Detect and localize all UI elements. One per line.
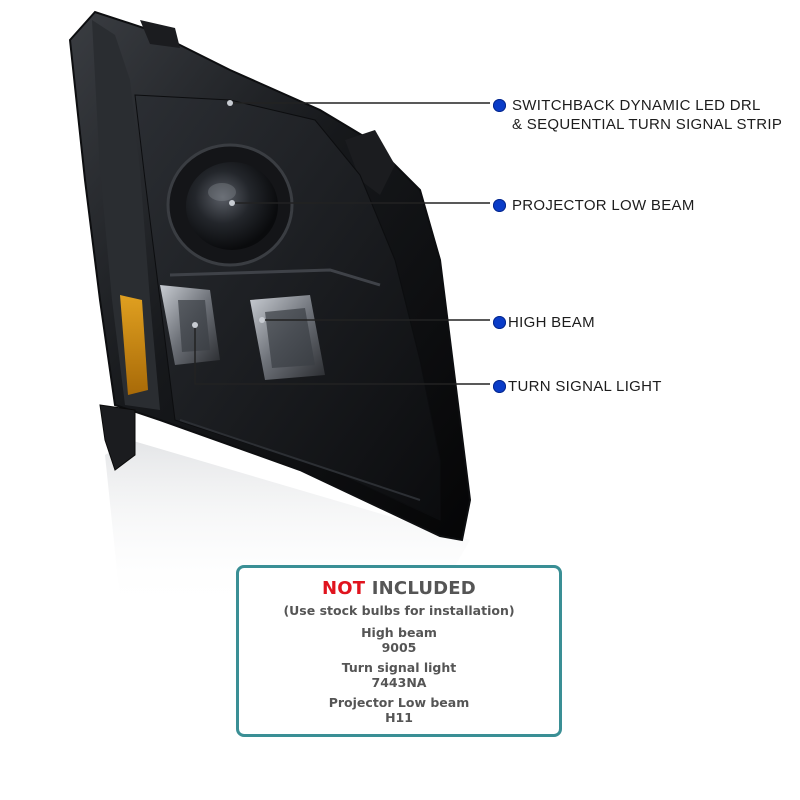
callout-dot-icon [493,380,506,393]
spec-turn-signal: Turn signal light 7443NA [239,660,559,690]
callout-dot-icon [493,199,506,212]
amber-reflector [120,295,148,395]
spec-name: High beam [361,625,437,640]
callout-dot-icon [493,99,506,112]
spec-code: H11 [385,710,413,725]
callout-label: HIGH BEAM [508,314,595,331]
callout-low-beam: PROJECTOR LOW BEAM [493,196,695,215]
callout-drl: SWITCHBACK DYNAMIC LED DRL & SEQUENTIAL … [493,96,782,134]
spec-name: Turn signal light [341,660,457,675]
callout-dot-icon [493,316,506,329]
spec-high-beam: High beam 9005 [239,625,559,655]
not-highlight: NOT [322,578,366,599]
bracket-right [345,130,395,195]
drl-strip [92,20,160,410]
spec-code: 7443NA [371,675,427,690]
spec-projector-low-beam: Projector Low beam H11 [239,695,559,725]
not-included-title: NOT INCLUDED [239,578,559,599]
callout-label: TURN SIGNAL LIGHT [508,378,662,395]
callout-turn-signal: TURN SIGNAL LIGHT [493,377,662,396]
callout-label: SWITCHBACK DYNAMIC LED DRL [512,97,761,114]
bracket-top [140,20,180,48]
callout-label: & SEQUENTIAL TURN SIGNAL STRIP [512,116,783,133]
projector-highlight [208,183,236,201]
callout-label: PROJECTOR LOW BEAM [512,197,695,214]
title-rest: INCLUDED [365,578,476,599]
spec-code: 9005 [381,640,417,655]
leader-turn-signal [194,325,490,385]
callout-high-beam: HIGH BEAM [493,313,595,332]
spec-name: Projector Low beam [328,695,470,710]
not-included-box: NOT INCLUDED (Use stock bulbs for instal… [236,565,562,737]
bracket-left [99,404,136,471]
stock-bulbs-note: (Use stock bulbs for installation) [283,603,515,618]
